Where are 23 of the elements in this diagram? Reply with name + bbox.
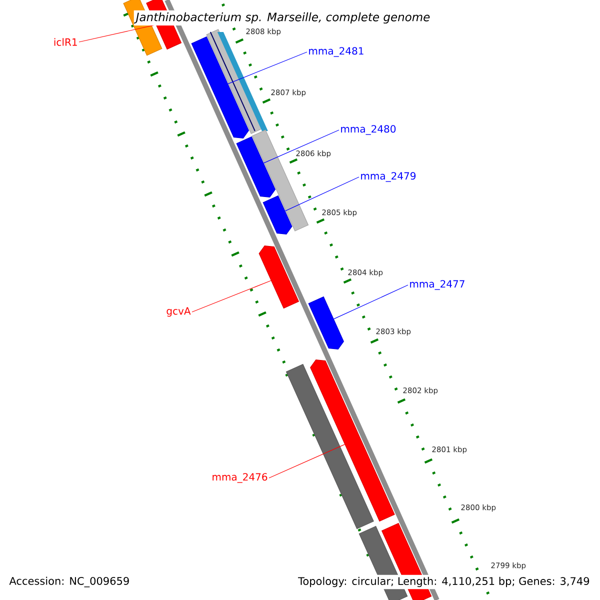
accession-text: Accession: NC_009659	[9, 576, 129, 588]
gene-label: mma_2476	[212, 473, 268, 483]
gene-feature	[308, 296, 344, 350]
gene-label: iclR1	[54, 38, 77, 46]
title: Janthinobacterium sp. Marseille, complete genome	[134, 10, 432, 26]
leader-line	[334, 284, 408, 320]
leader-line	[228, 52, 308, 84]
gene-label: mma_2481	[309, 47, 364, 57]
gene-label: mma_2477	[410, 280, 464, 290]
gene-feature	[286, 364, 374, 530]
gene-label: mma_2479	[361, 172, 416, 182]
gene-feature	[310, 360, 395, 522]
genome-info-text: Topology: circular; Length: 4,110,251 bp; Genes: 3,749	[296, 574, 592, 590]
leader-line	[263, 130, 340, 164]
leader-line	[268, 444, 345, 478]
leader-line	[192, 280, 272, 312]
gene-feature	[236, 136, 276, 198]
gene-label: gcvA	[166, 307, 191, 317]
gene-feature	[258, 246, 300, 309]
leader-line	[284, 176, 360, 212]
gene-feature	[262, 195, 292, 234]
gene-feature	[191, 36, 250, 138]
gene-label: mma_2480	[341, 125, 396, 135]
